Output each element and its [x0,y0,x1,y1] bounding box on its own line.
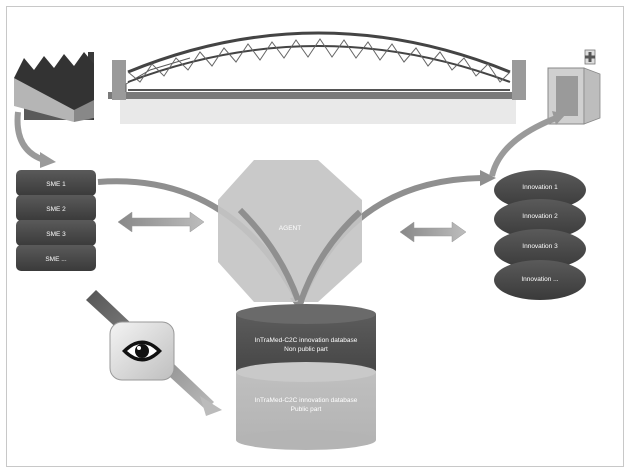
sme-box-3 [16,220,96,246]
bridge-icon [108,31,526,124]
innovation-ellipse-2 [494,199,586,239]
hospital-icon [547,49,601,125]
sme-box-1 [16,170,96,196]
innovation-database: InTraMed-C2C innovation database Non pub… [236,304,376,450]
innovation-ellipse-1 [494,170,586,210]
sme-label-4: SME ... [45,256,67,263]
db-private-line2: Non public part [284,346,328,353]
agent-label: AGENT [279,225,301,232]
innovation-label-2: Innovation 2 [522,213,558,220]
innovation-ellipse-4 [494,260,586,300]
double-arrow-right [399,221,467,243]
sme-stack: SME 1 SME 2 SME 3 SME ... [16,170,96,271]
innovation-label-3: Innovation 3 [522,243,558,250]
db-public-line1: InTraMed-C2C innovation database [255,397,358,404]
sme-box-2 [16,195,96,221]
double-arrow-left [117,211,205,233]
innovation-ellipse-3 [494,229,586,269]
sme-label-2: SME 2 [46,206,66,213]
factory-icon [14,52,94,122]
db-public-line2: Public part [291,406,322,413]
agent-octagon: AGENT [218,160,362,302]
sme-label-3: SME 3 [46,231,66,238]
innovation-label-4: Innovation ... [521,276,558,283]
db-private-line1: InTraMed-C2C innovation database [255,337,358,344]
innovation-label-1: Innovation 1 [522,184,558,191]
sme-box-4 [16,245,96,271]
innovation-stack: Innovation 1 Innovation 2 Innovation 3 I… [494,170,586,300]
sme-label-1: SME 1 [46,181,66,188]
eye-icon [109,321,175,381]
